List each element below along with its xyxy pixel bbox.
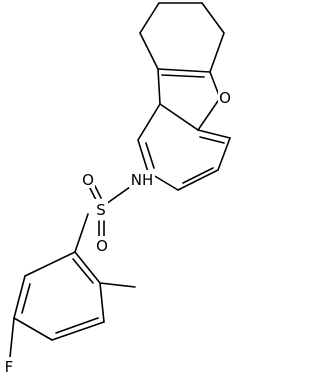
atom-labels: O NH S O O F	[2, 88, 232, 376]
cyclohexane-ring	[139, 2, 225, 78]
benzene-ring-fused	[137, 103, 231, 191]
sulfonyl-oxygen-top-label: O	[82, 171, 94, 189]
furan-oxygen-label: O	[219, 89, 231, 107]
furan-ring	[157, 68, 221, 131]
sulfur-label: S	[96, 201, 106, 219]
fluorine-label: F	[5, 358, 14, 376]
sulfonyl-oxygen-bottom-label: O	[96, 237, 108, 255]
fluorotoluene-ring	[13, 251, 105, 341]
molecule-diagram: O NH S O O F	[2, 2, 232, 376]
substituent-bonds	[9, 282, 136, 358]
amine-label: NH	[131, 171, 154, 189]
